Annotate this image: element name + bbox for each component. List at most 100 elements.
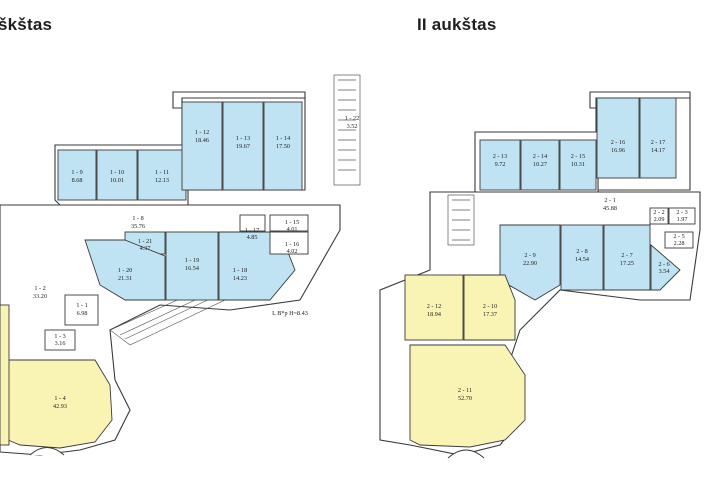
label-1-13-code: 1 - 13 [236,135,250,142]
label-2-8-code: 2 - 8 [576,248,587,255]
label-2-12-area: 18.94 [427,311,441,318]
floor-2-title: II aukštas [417,15,497,34]
room-2-6 [650,244,681,291]
label-2-15-code: 2 - 15 [571,153,585,160]
label-1-16-code: 1 - 16 [285,241,299,248]
label-1-17-area: 4.85 [247,234,258,241]
label-2-16-code: 2 - 16 [611,139,625,146]
label-1-12-area: 18.46 [195,137,209,144]
label-1-1-area: 6.98 [77,310,88,317]
label-1-10-area: 10.01 [110,177,124,184]
label-1-17-code: 1 - 17 [245,227,259,234]
label-1-11-area: 12.13 [155,177,169,184]
label-2-16-area: 16.96 [611,147,625,154]
label-1-18-code: 1 - 18 [233,267,247,274]
label-2-5-area: 2.28 [674,240,685,247]
label-2-6-area: 3.54 [659,268,670,275]
label-2-1-code: 2 - 1 [604,197,615,204]
label-1-3-code: 1 - 3 [54,333,65,340]
label-1-22-area: 3.52 [347,123,358,130]
label-1-20-code: 1 - 20 [118,267,132,274]
room-2-16 [596,97,640,179]
label-1-16-area: 4.02 [287,248,298,255]
label-1-10-code: 1 - 10 [110,169,124,176]
label-2-15-area: 10.31 [571,161,585,168]
label-2-11-code: 2 - 11 [458,387,472,394]
label-2-14-area: 10.27 [533,161,547,168]
room-2-17 [639,97,677,179]
label-1-2-area: 33.20 [33,293,47,300]
room-1-yellow-left [0,304,10,446]
room-2-3 [668,207,696,225]
label-2-1-area: 45.88 [603,205,617,212]
label-2-9-area: 22.90 [523,260,537,267]
room-1-17 [239,214,266,232]
label-1-8-code: 1 - 8 [132,215,143,222]
label-2-8-area: 14.54 [575,256,589,263]
label-2-10-code: 2 - 10 [483,303,497,310]
label-2-3-code: 2 - 3 [676,209,687,216]
label-1-1-code: 1 - 1 [76,302,87,309]
room-2-13 [479,139,521,191]
label-1-19-area: 16.54 [185,265,199,272]
room-2-2 [649,207,669,225]
label-1-4-area: 42.93 [53,403,67,410]
label-2-13-area: 9.72 [495,161,506,168]
label-1-12-code: 1 - 12 [195,129,209,136]
label-2-7-area: 17.25 [620,260,634,267]
room-1-10 [96,149,138,201]
label-1-13-area: 19.67 [236,143,250,150]
room-2-5 [664,231,694,249]
room-2-14 [520,139,560,191]
label-1-22-code: 1 - 22 [345,115,359,122]
label-2-3-area: 1.97 [677,216,688,223]
label-2-2-area: 2.09 [654,216,665,223]
room-2-11 [409,344,526,448]
label-1-9-code: 1 - 9 [71,169,82,176]
label-1-21-area: 4.37 [140,245,151,252]
label-1-4-code: 1 - 4 [54,395,65,402]
room-1-20 [84,239,166,301]
room-1-15 [269,214,309,232]
room-1-19 [165,231,219,301]
floor-1-note: L B*p H=8.43 [272,310,308,317]
room-1-11 [137,149,187,201]
label-1-18-area: 14.23 [233,275,247,282]
label-1-11-code: 1 - 11 [155,169,169,176]
label-2-12-code: 2 - 12 [427,303,441,310]
room-2-10 [463,274,516,341]
label-1-20-area: 21.31 [118,275,132,282]
room-2-15 [559,139,597,191]
room-2-7 [603,224,651,291]
label-1-8-area: 35.76 [131,223,145,230]
room-1-4 [7,359,113,449]
label-1-3-area: 3.16 [55,340,66,347]
room-1-3 [44,329,76,351]
label-2-11-area: 52.70 [458,395,472,402]
room-1-16 [269,231,309,255]
room-1-9 [57,149,97,201]
label-2-17-code: 2 - 17 [651,139,665,146]
label-1-21-code: 1 - 21 [138,238,152,245]
label-2-7-code: 2 - 7 [621,252,632,259]
room-2-9 [499,224,561,301]
room-1-13 [222,101,264,191]
label-2-9-code: 2 - 9 [524,252,535,259]
label-2-2-code: 2 - 2 [653,209,664,216]
room-1-12 [181,101,223,191]
label-1-9-area: 8.68 [72,177,83,184]
floor-1-title: škštas [0,15,53,34]
label-1-14-area: 17.50 [276,143,290,150]
label-1-15-code: 1 - 15 [285,219,299,226]
room-2-12 [404,274,464,341]
label-2-17-area: 14.17 [651,147,665,154]
room-2-8 [560,224,604,291]
room-1-1 [64,294,99,326]
label-2-6-code: 2 - 6 [658,261,669,268]
label-1-15-area: 4.01 [287,226,298,233]
label-1-19-code: 1 - 19 [185,257,199,264]
label-2-13-code: 2 - 13 [493,153,507,160]
label-2-5-code: 2 - 5 [673,233,684,240]
label-1-14-code: 1 - 14 [276,135,290,142]
